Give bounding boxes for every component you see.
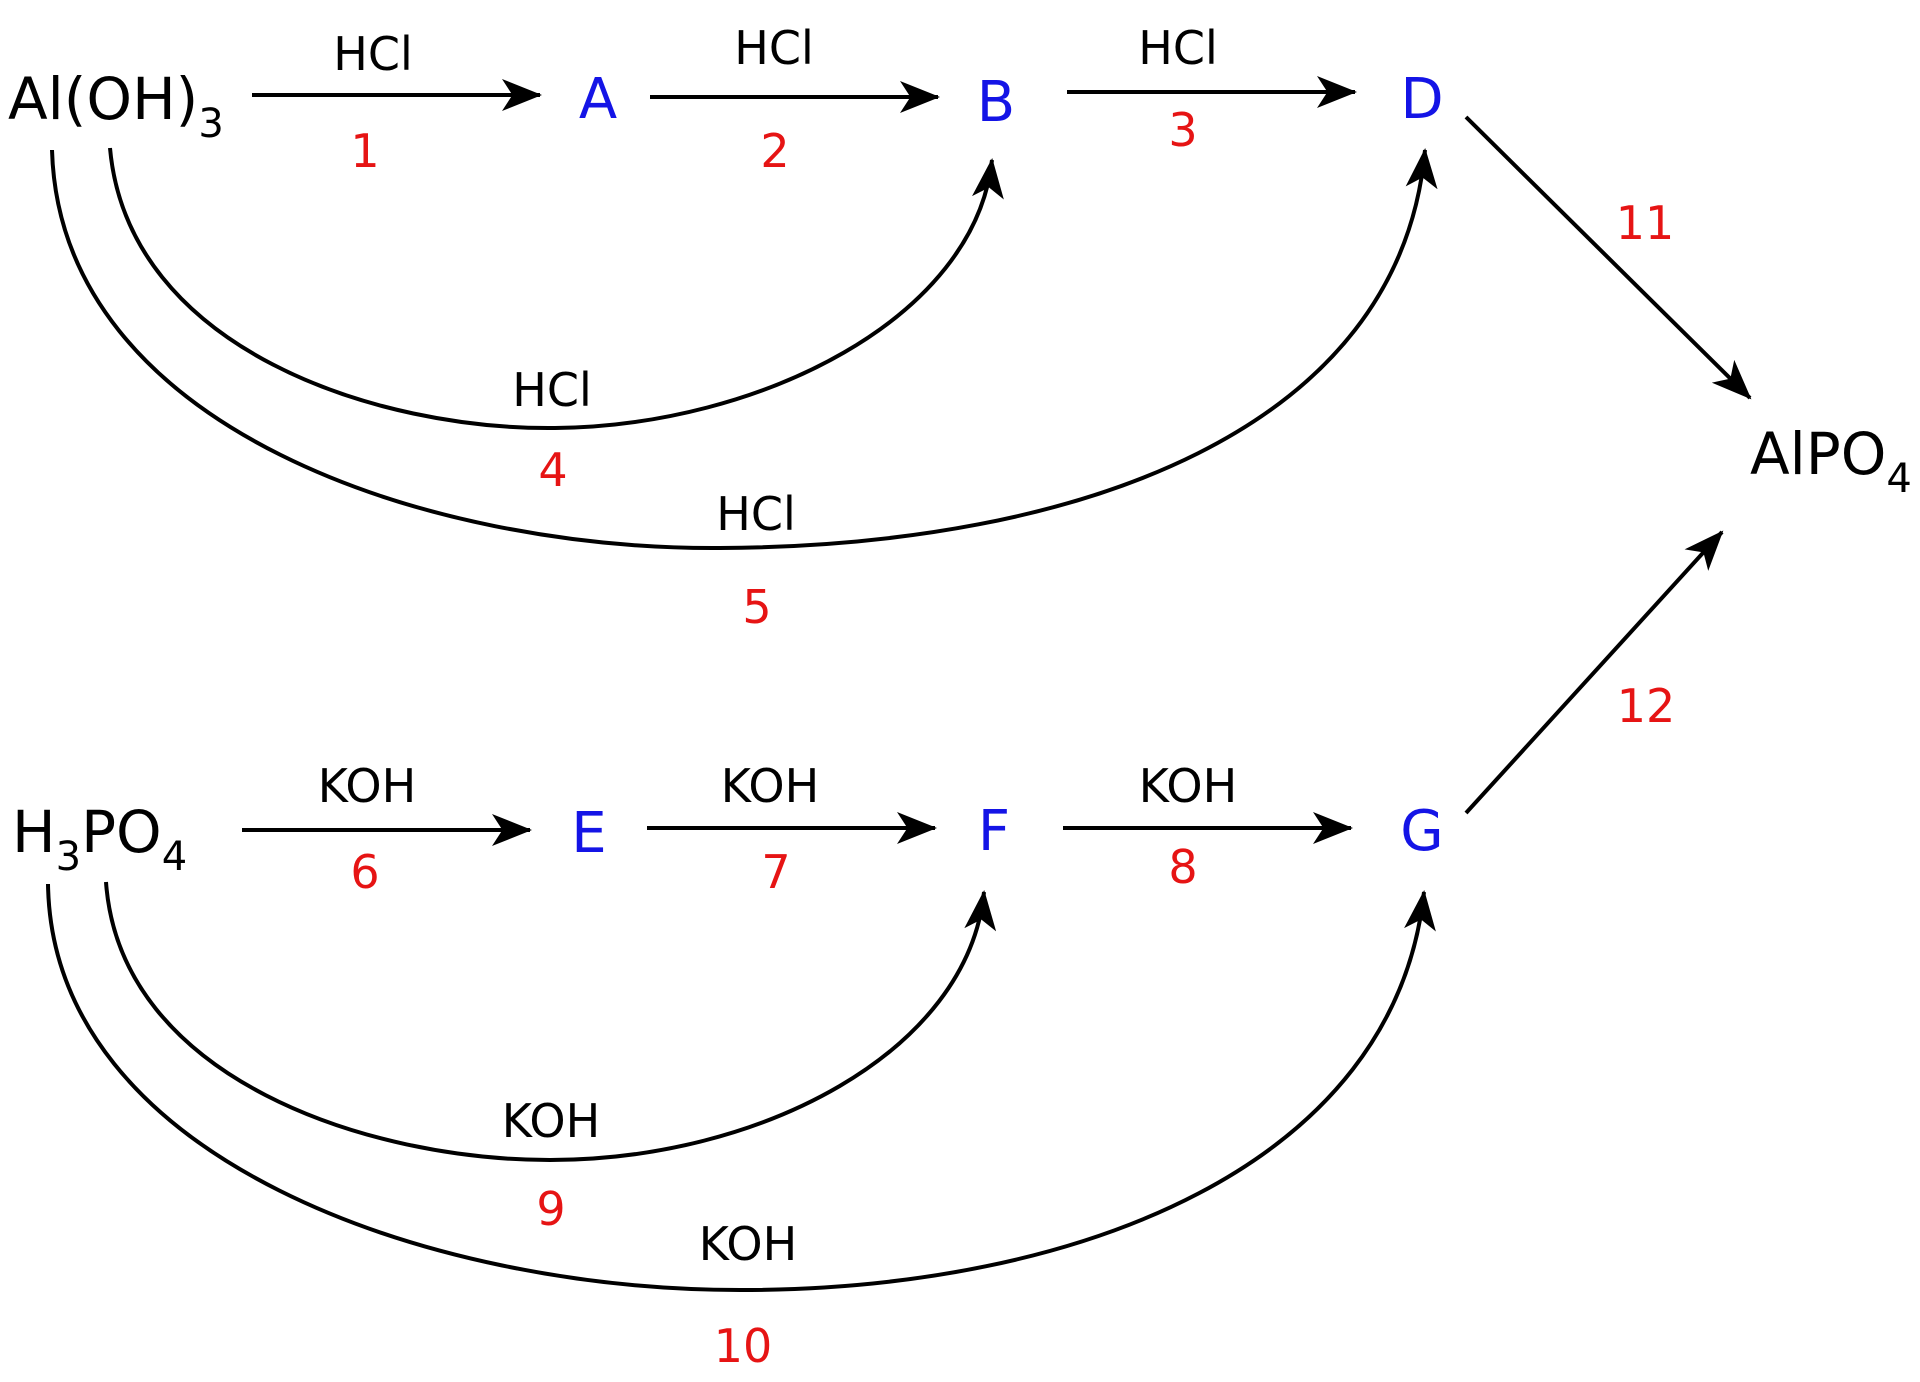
unknown-G: G <box>1400 799 1443 864</box>
arrow-step-5 <box>50 148 1438 551</box>
arrow-step-4 <box>108 147 1004 431</box>
reagent-label-step-6: KOH <box>318 759 416 813</box>
reagent-label-step-10: KOH <box>699 1217 797 1271</box>
step-number-2: 2 <box>760 124 789 178</box>
step-number-6: 6 <box>350 845 379 899</box>
step-number-11: 11 <box>1616 196 1675 250</box>
step-number-12: 12 <box>1617 679 1676 733</box>
subscript-4: 4 <box>162 834 187 880</box>
reagent-label-step-7: KOH <box>721 759 819 813</box>
step-number-1: 1 <box>350 124 379 178</box>
reagent-label-step-5: HCl <box>716 487 796 541</box>
reagent-label-step-1: HCl <box>333 27 413 81</box>
arrow-step-11 <box>1464 115 1752 400</box>
species-aluminium-hydroxide: Al(OH)3 <box>8 65 224 147</box>
reagent-label-step-9: KOH <box>502 1094 600 1148</box>
step-number-7: 7 <box>761 845 790 899</box>
subscript-3: 3 <box>198 101 223 147</box>
unknown-F: F <box>978 799 1010 864</box>
species-aluminium-phosphate: AlPO4 <box>1750 420 1912 502</box>
step-number-8: 8 <box>1168 840 1197 894</box>
step-number-5: 5 <box>742 580 771 634</box>
step-number-9: 9 <box>536 1182 565 1236</box>
unknown-B: B <box>977 70 1015 135</box>
step-number-4: 4 <box>538 443 567 497</box>
reagent-label-step-8: KOH <box>1139 759 1237 813</box>
arrow-step-10 <box>46 883 1436 1293</box>
unknown-D: D <box>1400 67 1443 132</box>
arrows <box>46 76 1752 1293</box>
step-number-10: 10 <box>714 1319 773 1373</box>
arrow-step-9 <box>104 881 997 1163</box>
arrow-step-12 <box>1464 530 1724 815</box>
step-number-3: 3 <box>1168 103 1197 157</box>
subscript-4: 4 <box>1886 456 1911 502</box>
reagent-label-step-2: HCl <box>734 21 814 75</box>
unknown-E: E <box>571 801 606 866</box>
subscript-3: 3 <box>56 834 81 880</box>
reagent-label-step-4: HCl <box>512 363 592 417</box>
species-phosphoric-acid: H3PO4 <box>12 798 187 880</box>
unknown-A: A <box>579 67 617 132</box>
reagent-label-step-3: HCl <box>1138 21 1218 75</box>
